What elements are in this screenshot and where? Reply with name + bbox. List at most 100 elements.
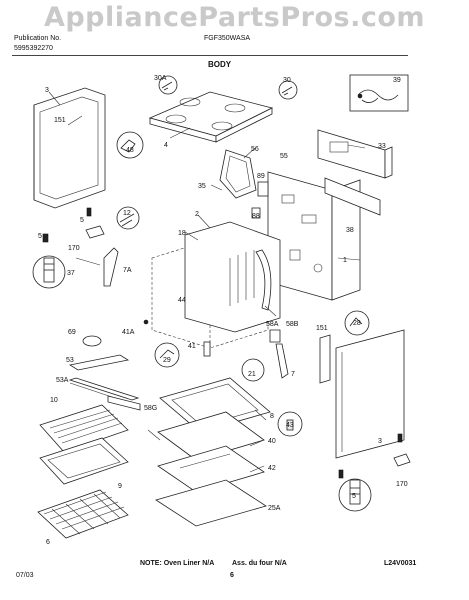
wire-harness-39 [349,74,409,112]
oven-liner-note-french: Ass. du four N/A [232,560,287,567]
callout-label: 55 [280,153,288,160]
part-58G [107,395,141,411]
callout-label: 39 [393,77,401,84]
part-28 [344,310,370,336]
oven-liner-note: NOTE: Oven Liner N/A [140,560,215,567]
bracket-48 [116,131,144,159]
callout-label: 58B [286,321,299,328]
callout-label: 5 [80,217,84,224]
control-panel [317,129,393,179]
part-41A [143,319,149,325]
callout-label: 9 [118,483,122,490]
watermark-text: AppliancePartsPros.com [43,2,426,33]
callout-label: 25A [268,505,281,512]
control-bracket [324,177,381,216]
part-29 [154,342,180,368]
callout-label: 151 [54,117,66,124]
callout-label: 28 [353,320,361,327]
oven-cavity [151,221,281,349]
front-frame-58B [255,249,272,311]
igniter [116,206,140,230]
hinge-170-left [85,225,105,239]
rail-7 [275,343,289,379]
publication-code: 5995392270 [14,45,53,52]
screw-right [397,433,403,443]
callout-label: 30 [283,77,291,84]
callout-label: 41A [122,329,135,336]
callout-label: 12 [123,210,131,217]
callout-label: 170 [396,481,408,488]
part-21 [241,358,265,382]
callout-label: 30A [154,75,167,82]
callout-label: 3 [45,87,49,94]
bracket-30 [278,80,298,100]
callout-label: 21 [248,371,256,378]
callout-label: 170 [68,245,80,252]
bracket-58A [269,329,281,343]
callout-label: 3 [378,438,382,445]
callout-label: 58G [144,405,157,412]
callout-label: 2 [195,211,199,218]
cooktop [148,91,274,143]
callout-label: 40 [268,438,276,445]
header-rule [12,55,408,56]
callout-label: 4 [164,142,168,149]
callout-label: 88 [252,213,260,220]
callout-labels: 3 151 30A 48 4 30 39 33 55 56 35 89 2 88… [38,75,408,546]
callout-label: 151 [316,325,328,332]
drawing-code: L24V0031 [384,560,417,567]
callout-label: 7 [291,371,295,378]
callout-label: 56 [251,146,259,153]
vent-duct [219,149,257,199]
callout-label: 33 [378,143,386,150]
callout-label: 42 [268,465,276,472]
screw-5-left [42,233,49,243]
part-53 [68,354,130,371]
leveling-leg-5-top [86,207,92,217]
callout-label: 5 [38,233,42,240]
bracket-30A [158,75,178,95]
leader-lines [48,91,366,473]
callout-label: 53 [66,357,74,364]
callout-label: 6 [46,539,50,546]
callout-label: 1 [343,257,347,264]
small-part-89 [257,181,269,197]
back-panel [267,171,361,301]
callout-label: 69 [68,329,76,336]
broiler-pan-insert [39,404,129,453]
callout-label: 37 [67,270,75,277]
callout-label: 35 [198,183,206,190]
oven-rack [37,489,129,539]
callout-label: 29 [163,357,171,364]
publication-date: 07/03 [16,572,34,579]
publication-number-label: Publication No. [14,35,62,42]
broiler-pan [39,437,129,485]
part-69 [82,335,102,347]
callout-label: 10 [50,397,58,404]
callout-label: 41 [188,343,196,350]
callout-label: 38 [346,227,354,234]
part-43 [277,411,303,437]
leveling-leg-5-left [32,255,66,289]
page-number: 6 [230,572,234,579]
leveling-leg-5-right [338,478,372,512]
right-side-panel [335,329,405,459]
callout-label: 44 [178,297,186,304]
drawer-25A [155,479,267,527]
part-41 [203,341,211,357]
callout-label: 18 [178,230,186,237]
callout-label: 5 [352,493,356,500]
left-side-panel [33,87,106,209]
burner-assembly-42 [157,445,265,493]
model-number: FGF350WASA [204,35,251,42]
screw-bottom [338,469,344,479]
callout-label: 53A [56,377,69,384]
bracket-151-right [319,334,331,384]
small-part-88 [251,207,261,219]
section-title: BODY [208,60,232,69]
hinge-170-right [393,453,411,467]
callout-label: 48 [126,147,134,154]
callout-label: 43 [286,422,294,429]
callout-label: 58A [266,321,279,328]
